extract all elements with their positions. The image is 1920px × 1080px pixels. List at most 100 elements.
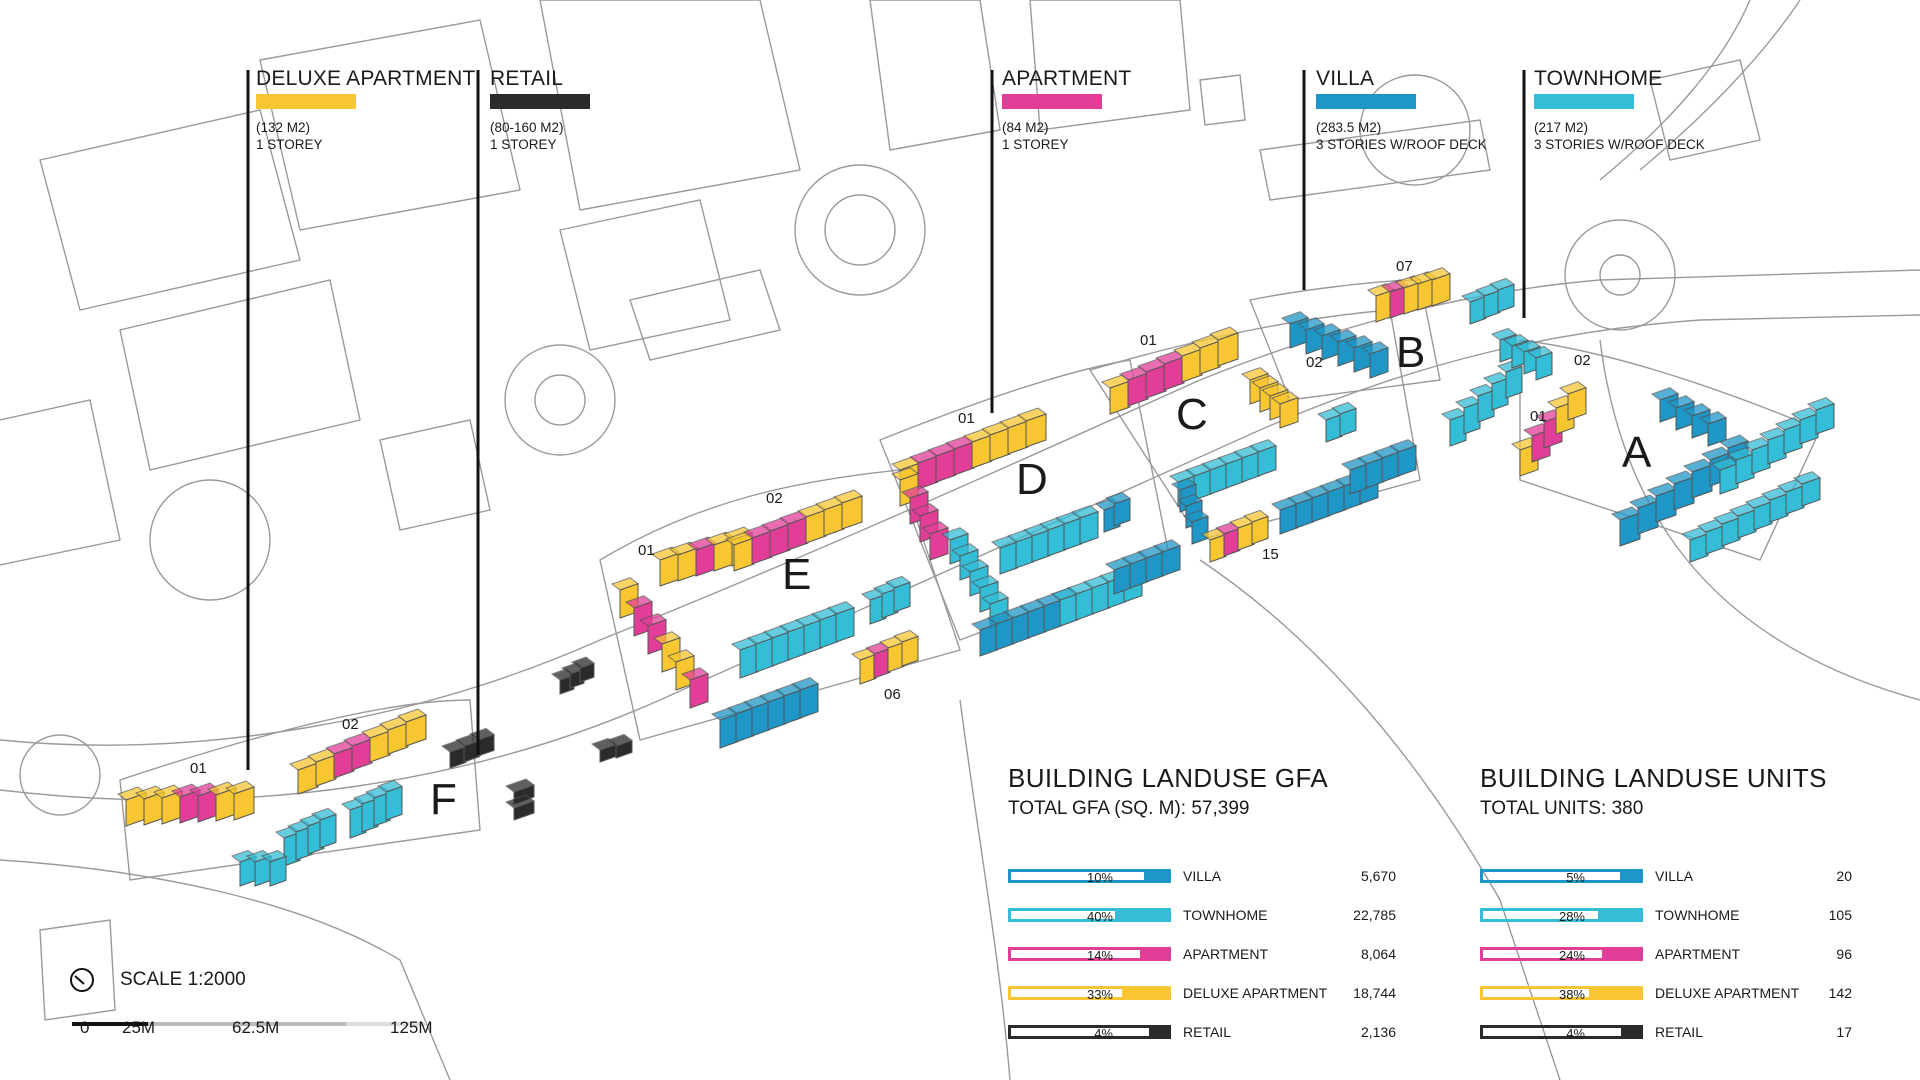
townhome-roof — [940, 527, 970, 541]
percentage-bar: 10% — [1008, 869, 1171, 885]
townhome-roof — [970, 575, 1000, 589]
scale-tick: 62.5M — [232, 1018, 280, 1037]
percentage-bar: 4% — [1008, 1025, 1171, 1041]
landuse-name: DELUXE APARTMENT — [1655, 985, 1800, 1001]
landuse-name: VILLA — [1183, 868, 1222, 884]
landuse-value: 8,064 — [1360, 946, 1396, 962]
legend-swatch — [1002, 94, 1102, 109]
legend-apartment: APARTMENT (84 M2) 1 STOREY — [1002, 68, 1262, 153]
deluxe-roof — [1208, 326, 1240, 341]
percentage-label: 4% — [1566, 1026, 1585, 1041]
deluxe-roof — [666, 649, 696, 663]
villa-roof — [1170, 477, 1198, 491]
townhome-roof — [1806, 397, 1836, 411]
townhome-roof — [1454, 395, 1482, 409]
percentage-fill — [1143, 872, 1168, 880]
townhome-roof — [1792, 471, 1822, 485]
percentage-fill — [1598, 911, 1640, 919]
deluxe-roof — [1242, 509, 1270, 523]
legend-storey: 1 STOREY — [490, 137, 557, 152]
block-label: 01 — [1140, 332, 1157, 349]
percentage-bar: 33% — [1008, 986, 1171, 1002]
scale-graphic — [70, 968, 426, 1026]
landuse-value: 17 — [1836, 1024, 1852, 1040]
townhome-roof — [1742, 437, 1772, 451]
deluxe-roof — [652, 631, 682, 645]
apartment-roof — [624, 595, 654, 609]
villa-roof — [1698, 411, 1728, 425]
legend-storey: 1 STOREY — [256, 137, 323, 152]
townhome-roof — [260, 849, 288, 863]
units-total: TOTAL UNITS: 380 — [1480, 798, 1644, 819]
deluxe-roof — [224, 780, 256, 795]
percentage-label: 40% — [1086, 909, 1113, 924]
percentage-bar: 28% — [1480, 908, 1643, 924]
landuse-row: 10% VILLA 5,670 — [1008, 868, 1396, 888]
deluxe-roof — [1016, 407, 1048, 422]
villa-roof — [790, 677, 820, 691]
legend-size: (80-160 M2) — [490, 120, 564, 135]
legend-size: (132 M2) — [256, 120, 311, 135]
landuse-row: 28% TOWNHOME 105 — [1480, 907, 1852, 927]
percentage-label: 10% — [1086, 870, 1113, 885]
villa-roof — [1360, 341, 1390, 355]
percentage-bar: 38% — [1480, 986, 1643, 1002]
legend-retail: RETAIL (80-160 M2) 1 STOREY — [490, 68, 750, 153]
percentage-fill — [1121, 989, 1168, 997]
townhome-roof — [1726, 447, 1756, 461]
legend-townhome: TOWNHOME (217 M2) 3 STORIES W/ROOF DECK — [1534, 68, 1794, 153]
villa-roof — [1296, 317, 1326, 331]
legend-villa: VILLA (283.5 M2) 3 STORIES W/ROOF DECK — [1316, 68, 1576, 153]
villa-roof — [1718, 434, 1750, 449]
block-label: 06 — [884, 686, 901, 703]
legend-storey: 1 STOREY — [1002, 137, 1069, 152]
retail-roof — [468, 727, 496, 741]
legend-swatch — [1316, 94, 1416, 109]
townhome-roof — [1774, 417, 1804, 431]
scale-tick: 0 — [80, 1018, 90, 1037]
townhome-roof — [1440, 407, 1468, 421]
landuse-name: TOWNHOME — [1655, 907, 1740, 923]
deluxe-roof — [1270, 391, 1300, 405]
landuse-name: VILLA — [1655, 868, 1694, 884]
townhome-roof — [1070, 505, 1100, 519]
deluxe-roof — [1260, 383, 1290, 397]
zone-label-c: C — [1176, 390, 1208, 439]
landuse-value: 105 — [1828, 907, 1852, 923]
landuse-value: 5,670 — [1360, 868, 1396, 884]
percentage-bar: 5% — [1480, 869, 1643, 885]
gfa-title: BUILDING LANDUSE GFA — [1008, 763, 1329, 793]
block-label: 01 — [190, 760, 207, 777]
retail-roof — [570, 656, 596, 669]
townhome-roof — [950, 543, 980, 557]
villa-roof — [1610, 506, 1642, 521]
townhome-roof — [1488, 277, 1516, 291]
villa-roof — [1152, 539, 1182, 553]
deluxe-roof — [1422, 267, 1452, 281]
apartment-roof — [638, 613, 668, 627]
deluxe-roof — [890, 467, 920, 481]
legend-title: RETAIL — [490, 67, 564, 90]
legend-size: (84 M2) — [1002, 120, 1049, 135]
townhome-roof — [1330, 401, 1358, 415]
deluxe-roof — [1240, 367, 1270, 381]
deluxe-roof — [1250, 375, 1280, 389]
deluxe-roof — [832, 489, 864, 504]
units-panel: BUILDING LANDUSE UNITS TOTAL UNITS: 380 … — [1480, 764, 1852, 1044]
villa-roof — [1666, 395, 1696, 409]
zone-label-b: B — [1396, 328, 1426, 377]
deluxe-roof — [892, 629, 920, 643]
percentage-fill — [1602, 950, 1640, 958]
villa-roof — [1176, 493, 1204, 507]
townhome-roof — [1248, 439, 1278, 453]
percentage-label: 24% — [1558, 948, 1585, 963]
deluxe-roof — [1558, 381, 1588, 395]
townhome-roof — [826, 601, 856, 615]
percentage-fill — [1620, 872, 1640, 880]
